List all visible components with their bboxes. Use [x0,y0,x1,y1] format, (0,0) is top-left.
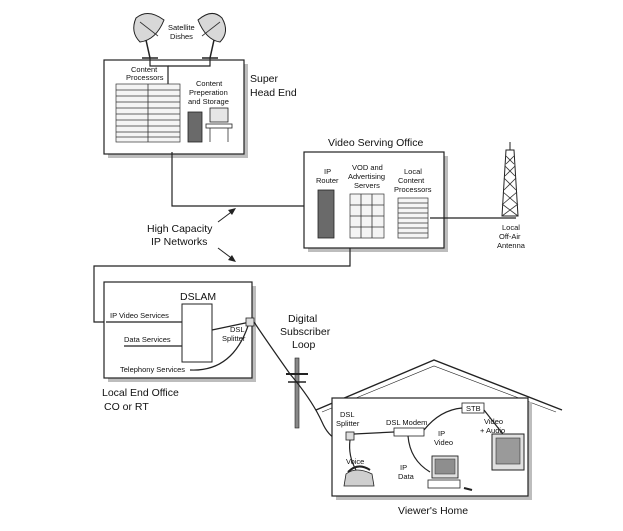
telephony-services-label: Telephony Services [120,365,185,374]
stb-label: STB [466,404,481,413]
workstation-icon [205,107,233,142]
high-capacity-ip-networks-label: High Capacity IP Networks [147,223,215,248]
ip-router-label: IP Router [316,167,339,185]
ip-video-services-label: IP Video Services [110,311,169,320]
dish-feed-line [149,58,169,84]
telephony-line [189,325,249,371]
local-end-office-label: Local End Office CO or RT [102,387,182,413]
antenna-label: Local Off-Air Antenna [497,223,526,250]
storage-server-icon [187,111,203,143]
ip-router-icon [317,189,335,239]
local-content-label: Local Content Processors [394,167,432,194]
backbone-link-head-end [171,152,320,207]
content-processors-rack-icon [115,83,181,143]
satellite-dish-left-icon [133,13,165,59]
dish-feed-line [168,58,211,67]
vod-servers-rack-icon [349,193,385,239]
stb-tv-line [483,409,507,439]
antenna-tower-icon [501,142,519,217]
dsl-modem-icon [393,427,425,437]
arrow-down-right-icon [217,247,236,262]
dsl-splitter-office-icon [245,317,255,327]
digital-subscriber-loop-label: Digital Subscriber Loop [280,313,333,351]
content-processors-label: Content Processors [126,65,164,82]
house-roof-icon [315,359,563,413]
video-serving-office-label: Video Serving Office [328,137,423,149]
splitter-modem-line [353,431,395,435]
dslam-splitter-line [211,321,251,331]
dslam-label: DSLAM [180,291,216,303]
dsl-splitter-home-icon [345,431,355,441]
subscriber-loop-line [253,321,339,441]
telephone-icon [343,465,375,487]
local-content-rack-icon [397,197,429,239]
ip-video-label: IP Video [434,429,453,447]
viewers-home-label: Viewer's Home [398,505,468,517]
ip-data-label: IP Data [398,463,415,481]
modem-stb-line [423,407,463,431]
satellite-dish-right-icon [197,13,226,59]
computer-icon [427,455,473,491]
data-services-label: Data Services [124,335,171,344]
super-head-end-label: Super Head End [250,73,297,99]
television-icon [491,433,525,471]
content-preparation-label: Content Preperation and Storage [188,79,230,106]
dsl-modem-label: DSL Modem [386,418,427,427]
voice-label: Voice [346,457,364,466]
modem-computer-line [407,435,431,473]
arrow-up-right-icon [217,208,236,223]
local-end-office-box [103,281,256,382]
satellite-dishes-label: Satellite Dishes [168,23,197,41]
dsl-splitter-office-label: DSL Splitter [222,325,246,343]
backbone-link-end-office [93,248,351,323]
dslam-unit-icon [181,303,213,363]
dsl-splitter-home-label: DSL Splitter [336,410,360,428]
vod-servers-label: VOD and Advertising Servers [348,163,387,190]
